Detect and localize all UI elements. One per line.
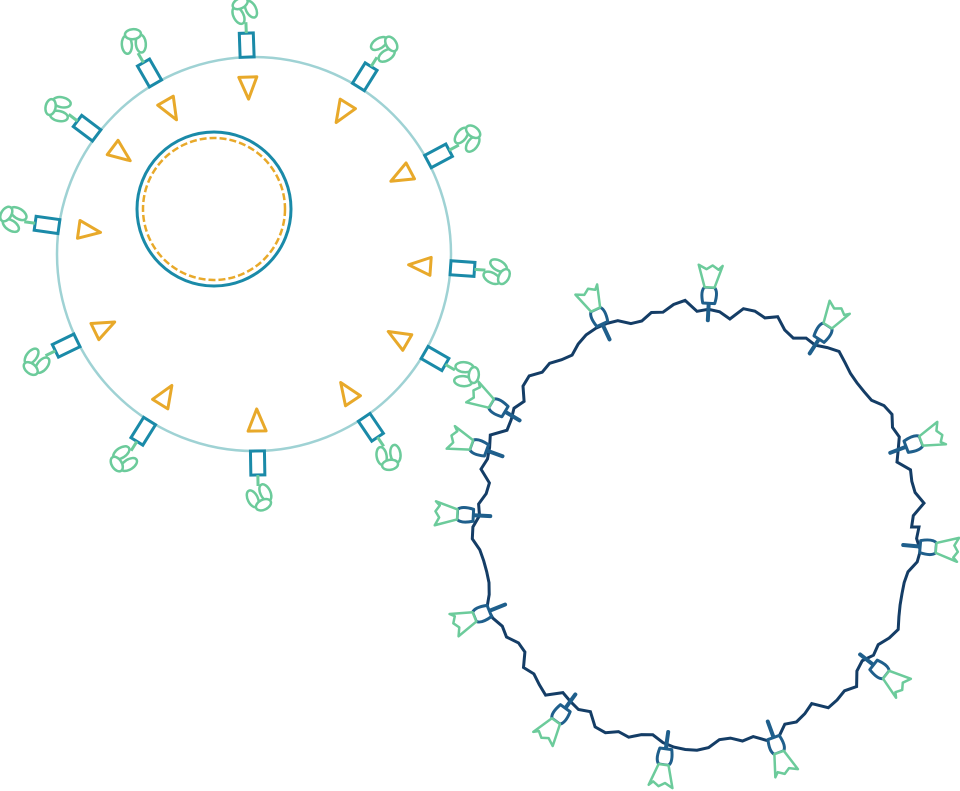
virion-particle bbox=[0, 0, 512, 512]
ligand-cluster-icon bbox=[109, 445, 139, 473]
spike-stalk bbox=[474, 267, 486, 272]
ligand-triangle-icon bbox=[334, 97, 357, 125]
cell-surface-receptor bbox=[858, 652, 913, 700]
ligand-triangle-icon bbox=[386, 330, 414, 352]
spike-box-icon bbox=[419, 344, 451, 373]
receptor-tip-icon bbox=[822, 299, 852, 330]
ligand-triangle-icon bbox=[246, 407, 268, 433]
ligand-triangle-icon bbox=[156, 94, 178, 122]
spike-box-icon bbox=[32, 214, 62, 236]
receptor-tip-icon bbox=[464, 380, 496, 409]
host-cell-membrane bbox=[470, 298, 926, 752]
virion-envelope bbox=[55, 55, 453, 453]
ligand-triangle-icon bbox=[389, 161, 417, 183]
spike-stalk bbox=[376, 436, 385, 448]
ligand-cluster-icon bbox=[245, 483, 273, 512]
spike-receptor bbox=[231, 0, 259, 101]
spike-stalk bbox=[444, 363, 456, 372]
spike-receptor bbox=[334, 35, 399, 125]
cell-surface-receptor bbox=[574, 283, 612, 342]
spike-box-icon bbox=[50, 332, 83, 360]
ligand-triangle-icon bbox=[105, 138, 132, 163]
receptor-head-icon bbox=[700, 285, 718, 306]
spike-stalk bbox=[24, 220, 36, 225]
spike-receptor bbox=[389, 124, 482, 183]
spike-receptor bbox=[339, 381, 402, 472]
spike-box-icon bbox=[248, 449, 267, 477]
ligand-cluster-icon bbox=[120, 27, 148, 55]
receptor-tip-icon bbox=[918, 420, 948, 447]
ligand-triangle-icon bbox=[151, 383, 174, 411]
ligand-triangle-icon bbox=[339, 381, 362, 408]
spike-receptor bbox=[0, 205, 103, 240]
spike-receptor bbox=[386, 330, 481, 388]
cell-surface-receptor bbox=[888, 420, 948, 455]
spike-stalk bbox=[129, 440, 139, 452]
spike-box-icon bbox=[135, 57, 164, 89]
spike-stalk bbox=[136, 52, 145, 64]
spike-box-icon bbox=[237, 31, 256, 59]
receptor-tip-icon bbox=[574, 283, 602, 313]
receptor-tip-icon bbox=[647, 762, 674, 790]
ligand-cluster-icon bbox=[369, 35, 399, 63]
spike-stalk bbox=[67, 113, 79, 123]
spike-box-icon bbox=[350, 60, 380, 93]
spike-box-icon bbox=[128, 415, 158, 448]
ligand-cluster-icon bbox=[453, 124, 482, 153]
ligand-triangle-icon bbox=[237, 75, 259, 101]
ligand-cluster-icon bbox=[482, 258, 512, 286]
receptor-tip-icon bbox=[532, 716, 562, 748]
cell-surface-receptor bbox=[532, 692, 578, 748]
virion-core-genome bbox=[141, 136, 287, 282]
receptor-tip-icon bbox=[881, 669, 913, 700]
spike-stalk bbox=[44, 349, 57, 358]
spike-stalk bbox=[369, 56, 379, 68]
virion-spikes bbox=[0, 0, 512, 512]
spike-box-icon bbox=[356, 411, 386, 444]
ligand-triangle-icon bbox=[407, 255, 433, 277]
host-cell bbox=[433, 263, 960, 790]
ligand-cluster-icon bbox=[375, 443, 402, 472]
cell-surface-receptor bbox=[445, 424, 505, 459]
ligand-triangle-icon bbox=[89, 320, 117, 342]
receptor-tip-icon bbox=[773, 749, 800, 779]
spike-box-icon bbox=[448, 259, 477, 279]
host-cell-receptors bbox=[433, 263, 960, 790]
cell-surface-receptor bbox=[433, 500, 493, 527]
cell-surface-receptor bbox=[647, 729, 674, 790]
receptor-tip-icon bbox=[433, 500, 459, 527]
ligand-cluster-icon bbox=[0, 205, 28, 234]
spike-receptor bbox=[22, 320, 117, 377]
receptor-head-icon bbox=[918, 538, 939, 557]
spike-box-icon bbox=[422, 142, 455, 170]
receptor-tip-icon bbox=[445, 424, 475, 451]
ligand-cluster-icon bbox=[453, 360, 481, 388]
spike-receptor bbox=[44, 95, 132, 163]
cell-surface-receptor bbox=[901, 536, 960, 564]
spike-receptor bbox=[120, 27, 178, 122]
cell-surface-receptor bbox=[697, 263, 724, 323]
cell-surface-receptor bbox=[765, 719, 800, 779]
ligand-cluster-icon bbox=[231, 0, 259, 26]
cell-surface-receptor bbox=[807, 299, 852, 356]
receptor-tip-icon bbox=[934, 536, 960, 564]
ligand-triangle-icon bbox=[75, 218, 103, 240]
receptor-tip-icon bbox=[448, 611, 478, 638]
virion-core-ring bbox=[135, 130, 293, 288]
receptor-tip-icon bbox=[697, 263, 724, 289]
cell-surface-receptor bbox=[448, 602, 508, 638]
spike-receptor bbox=[407, 255, 512, 286]
spike-receptor bbox=[109, 383, 174, 473]
spike-stalk bbox=[448, 143, 460, 152]
ligand-cluster-icon bbox=[22, 347, 51, 377]
receptor-head-icon bbox=[455, 506, 476, 524]
cell-surface-receptor bbox=[464, 380, 522, 423]
spike-receptor bbox=[245, 407, 273, 512]
ligand-cluster-icon bbox=[44, 95, 72, 123]
